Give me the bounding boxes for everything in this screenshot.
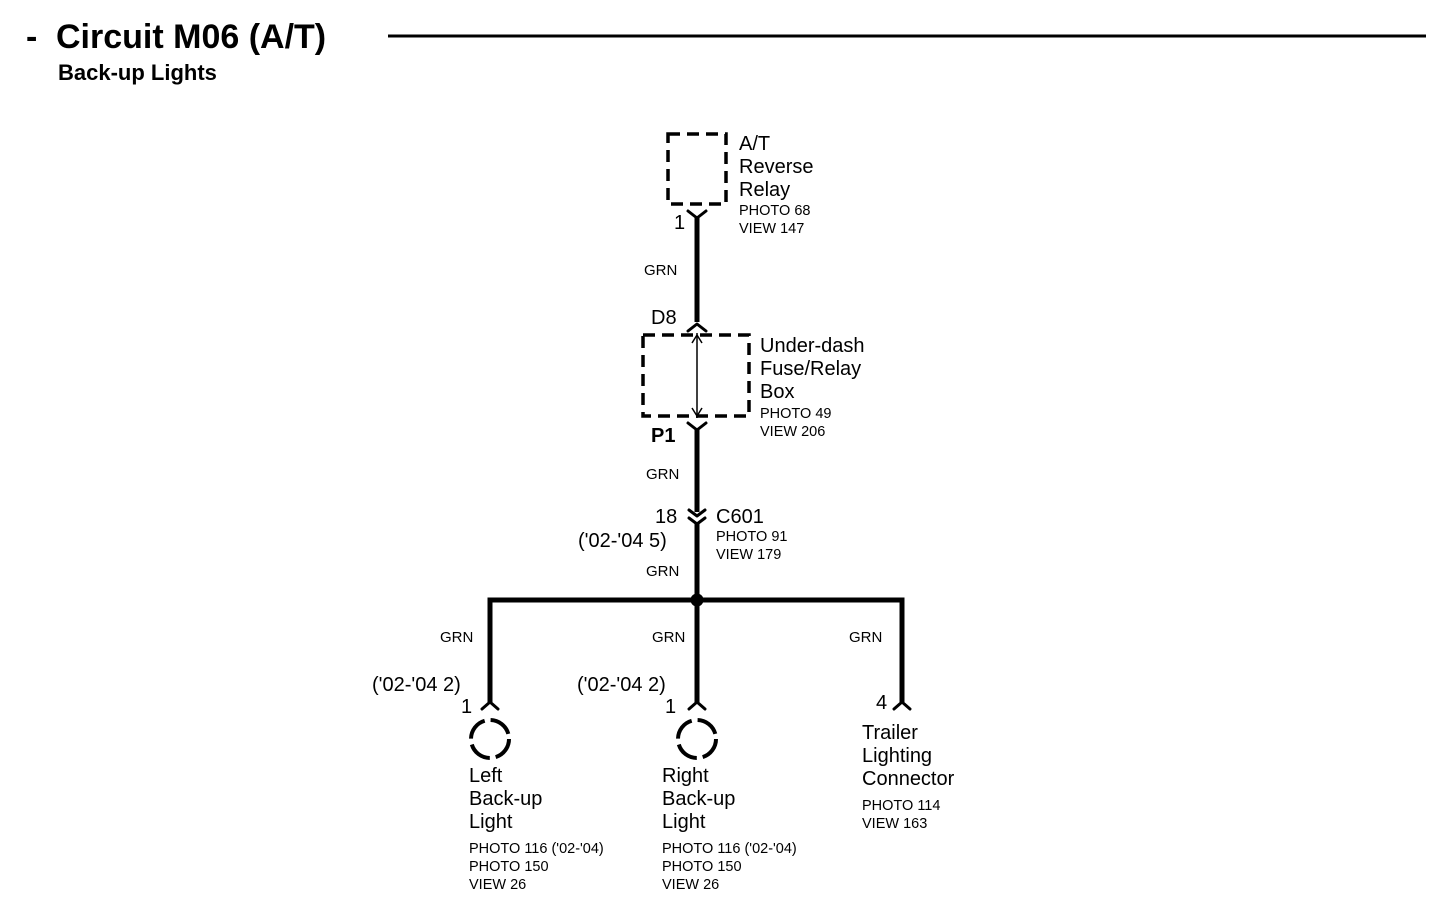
wire-color-c601-to-splice: GRN [646,563,679,580]
fuse-relay-box: D8 Under-dash Fuse/Relay Box PHOTO 49 VI… [641,307,870,447]
reverse-relay-photo: PHOTO 68 [739,203,810,219]
trailer-connector-refs: PHOTO 114 VIEW 163 [862,798,944,832]
c601-pin-alt: ('02-'04 5) [578,530,667,552]
left-light-refs: PHOTO 116 ('02-'04) PHOTO 150 VIEW 26 [469,841,608,893]
fusebox-pin-bottom: P1 [651,425,675,447]
title-dash: - [26,18,37,56]
wire-color-fusebox-to-c601: GRN [646,466,679,483]
left-light-connector-icon [480,700,500,711]
wire-color-splice-to-trailer: GRN [849,629,882,646]
trailer-connector-icon [892,700,912,711]
reverse-relay-box [666,132,728,206]
right-light-pin: 1 [665,696,676,718]
fusebox-outline [641,333,751,418]
wire-color-splice-to-left: GRN [440,629,473,646]
wire-color-splice-to-right: GRN [652,629,685,646]
reverse-relay: A/T Reverse Relay PHOTO 68 VIEW 147 1 [666,132,819,237]
right-light-connector-icon [687,700,707,711]
trailer-lighting-connector: 4 Trailer Lighting Connector PHOTO 114 V… [862,692,955,832]
right-light-pin-alt: ('02-'04 2) [577,674,666,696]
right-light-refs: PHOTO 116 ('02-'04) PHOTO 150 VIEW 26 [662,841,801,893]
fusebox-view: VIEW 206 [760,424,825,440]
page-subtitle: Back-up Lights [58,60,217,85]
fusebox-label: Under-dash Fuse/Relay Box [760,335,870,403]
c601-photo: PHOTO 91 [716,529,787,545]
c601-view: VIEW 179 [716,547,781,563]
left-light-label: Left Back-up Light [469,765,548,833]
left-backup-light: ('02-'04 2) 1 Left Back-up Light PHOTO 1… [372,674,608,893]
left-light-pin-alt: ('02-'04 2) [372,674,461,696]
fusebox-arrow-down-icon [691,407,703,418]
trailer-connector-pin: 4 [876,692,887,714]
reverse-relay-label: A/T Reverse Relay [739,133,819,201]
left-light-pin: 1 [461,696,472,718]
connector-c601: 18 ('02-'04 5) C601 PHOTO 91 VIEW 179 [578,506,787,563]
fusebox-photo: PHOTO 49 [760,406,831,422]
fusebox-arrow-up-icon [691,333,703,344]
bulb-icon [676,718,718,760]
page-title: Circuit M06 (A/T) [56,18,326,56]
reverse-relay-view: VIEW 147 [739,221,804,237]
fusebox-top-connector-icon [686,322,708,333]
c601-name: C601 [716,506,764,528]
right-light-label: Right Back-up Light [662,765,741,833]
trailer-connector-label: Trailer Lighting Connector [862,722,955,790]
fusebox-pin-top: D8 [651,307,677,329]
right-backup-light: ('02-'04 2) 1 Right Back-up Light PHOTO … [577,674,801,893]
reverse-relay-pin: 1 [674,212,685,234]
c601-connector-icon-upper [687,508,707,518]
c601-pin: 18 [655,506,677,528]
wire-color-relay-to-fusebox: GRN [644,262,677,279]
bulb-icon [469,718,511,760]
